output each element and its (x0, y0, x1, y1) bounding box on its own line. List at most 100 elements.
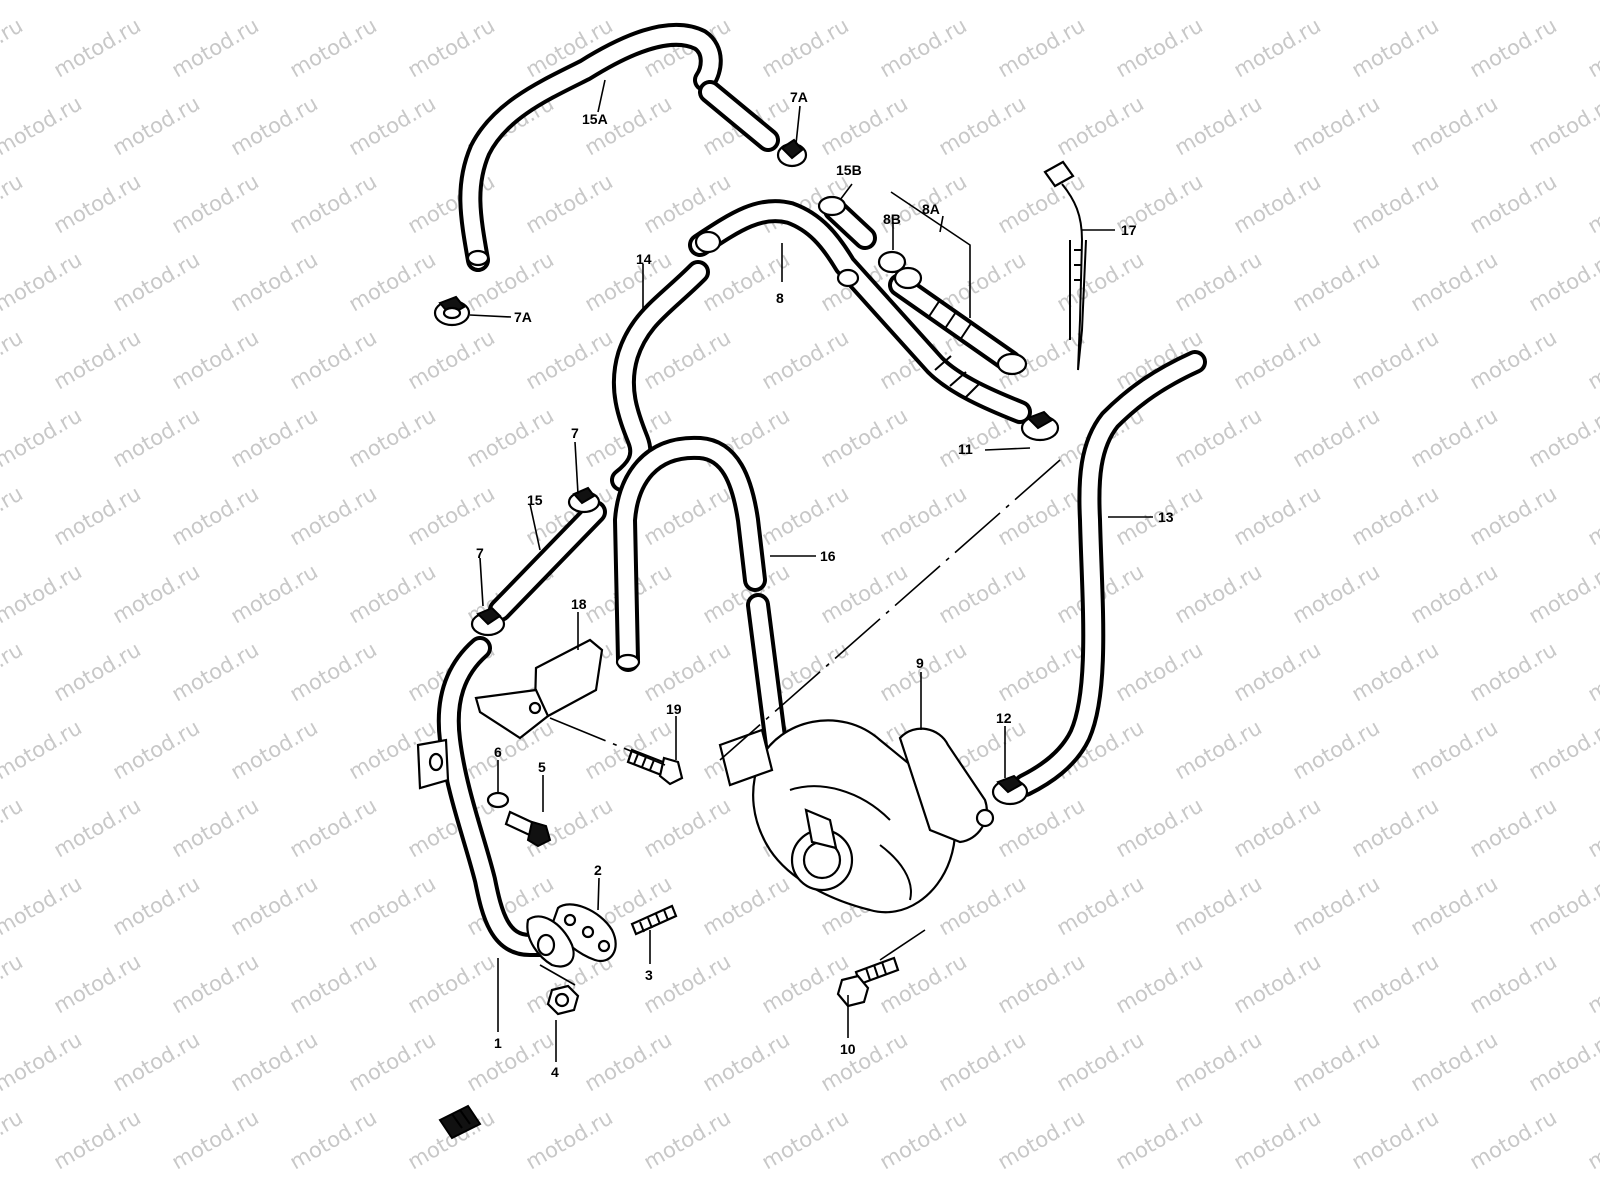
watermark-text: motod.ru (345, 403, 440, 472)
label-8b: 8B (883, 211, 901, 227)
watermark-text: motod.ru (1407, 403, 1502, 472)
watermark-text: motod.ru (1525, 0, 1600, 4)
label-10: 10 (840, 1041, 856, 1057)
watermark-text: motod.ru (1466, 169, 1561, 238)
watermark-text: motod.ru (1407, 91, 1502, 160)
watermark-text: motod.ru (1289, 91, 1384, 160)
watermark-text: motod.ru (1407, 247, 1502, 316)
watermark-text: motod.ru (1230, 169, 1325, 238)
watermark-layer: motod.ru motod.ru motod.ru motod.ru motod.ru… (0, 0, 1600, 1174)
watermark-text: motod.ru (286, 169, 381, 238)
watermark-text: motod.ru (1171, 1027, 1266, 1096)
watermark-text: motod.ru (1053, 871, 1148, 940)
label-9: 9 (916, 655, 924, 671)
watermark-text: motod.ru (0, 949, 27, 1018)
watermark-text: motod.ru (168, 13, 263, 82)
watermark-text: motod.ru (1171, 403, 1266, 472)
hose-13 (1013, 350, 1207, 797)
watermark-text: motod.ru (0, 13, 27, 82)
watermark-text: motod.ru (1466, 325, 1561, 394)
label-18: 18 (571, 596, 587, 612)
watermark-text: motod.ru (1230, 13, 1325, 82)
watermark-text: motod.ru (817, 1027, 912, 1096)
watermark-text: motod.ru (168, 325, 263, 394)
watermark-text: motod.ru (1525, 871, 1600, 940)
watermark-text: motod.ru (1525, 715, 1600, 784)
watermark-text: motod.ru (345, 1027, 440, 1096)
watermark-text: motod.ru (227, 1027, 322, 1096)
label-16: 16 (820, 548, 836, 564)
watermark-text: motod.ru (0, 871, 86, 940)
label-8a: 8A (922, 201, 940, 217)
watermark-text: motod.ru (994, 949, 1089, 1018)
watermark-text: motod.ru (109, 91, 204, 160)
watermark-text: motod.ru (0, 169, 27, 238)
watermark-text: motod.ru (758, 325, 853, 394)
watermark-text: motod.ru (758, 949, 853, 1018)
watermark-text: motod.ru (1348, 637, 1443, 706)
watermark-text: motod.ru (1053, 0, 1148, 4)
label-19: 19 (666, 701, 682, 717)
label-13: 13 (1158, 509, 1174, 525)
watermark-text: motod.ru (404, 481, 499, 550)
label-17: 17 (1121, 222, 1137, 238)
watermark-text: motod.ru (1171, 715, 1266, 784)
watermark-text: motod.ru (935, 871, 1030, 940)
watermark-text: motod.ru (699, 871, 794, 940)
dashed-center-lines (539, 459, 1061, 986)
hose-15 (488, 500, 607, 622)
watermark-text: motod.ru (1407, 559, 1502, 628)
watermark-text: motod.ru (1112, 13, 1207, 82)
watermark-text: motod.ru (1407, 0, 1502, 4)
watermark-text: motod.ru (1289, 0, 1384, 4)
watermark-text: motod.ru (817, 559, 912, 628)
watermark-text: motod.ru (0, 1027, 86, 1096)
watermark-text: motod.ru (0, 793, 27, 862)
watermark-text: motod.ru (168, 637, 263, 706)
hose-1 (436, 636, 560, 957)
watermark-text: motod.ru (1171, 559, 1266, 628)
watermark-text: motod.ru (1584, 949, 1600, 1018)
watermark-text: motod.ru (286, 13, 381, 82)
leader-lines (469, 79, 1153, 1062)
bolt-19 (626, 748, 684, 786)
label-5: 5 (538, 759, 546, 775)
bracket-18 (474, 638, 604, 740)
watermark-text: motod.ru (522, 1105, 617, 1174)
watermark-text: motod.ru (758, 13, 853, 82)
watermark-text: motod.ru (522, 169, 617, 238)
watermark-text: motod.ru (1584, 13, 1600, 82)
watermark-text: motod.ru (0, 247, 86, 316)
watermark-text: motod.ru (1584, 1105, 1600, 1174)
clamp-upper-8 (694, 230, 860, 288)
watermark-text: motod.ru (994, 1105, 1089, 1174)
watermark-text: motod.ru (1584, 637, 1600, 706)
watermark-text: motod.ru (1112, 793, 1207, 862)
label-7-lower: 7 (476, 545, 484, 561)
watermark-text: motod.ru (168, 169, 263, 238)
watermark-text: motod.ru (1289, 403, 1384, 472)
watermark-text: motod.ru (1289, 1027, 1384, 1096)
watermark-text: motod.ru (1584, 481, 1600, 550)
watermark-text: motod.ru (286, 481, 381, 550)
watermark-text: motod.ru (1289, 871, 1384, 940)
watermark-text: motod.ru (640, 793, 735, 862)
watermark-text: motod.ru (227, 871, 322, 940)
watermark-text: motod.ru (404, 325, 499, 394)
stud-3 (630, 904, 678, 936)
clamp-7-upper (567, 486, 601, 514)
watermark-text: motod.ru (1230, 481, 1325, 550)
watermark-text: motod.ru (1348, 949, 1443, 1018)
watermark-text: motod.ru (1053, 91, 1148, 160)
watermark-text: motod.ru (1171, 91, 1266, 160)
watermark-text: motod.ru (345, 247, 440, 316)
watermark-text: motod.ru (1171, 247, 1266, 316)
watermark-text: motod.ru (109, 0, 204, 4)
label-12: 12 (996, 710, 1012, 726)
clamp-8b (877, 250, 923, 290)
watermark-text: motod.ru (817, 91, 912, 160)
watermark-text: motod.ru (1525, 1027, 1600, 1096)
clamp-12 (991, 774, 1029, 806)
watermark-text: motod.ru (227, 559, 322, 628)
